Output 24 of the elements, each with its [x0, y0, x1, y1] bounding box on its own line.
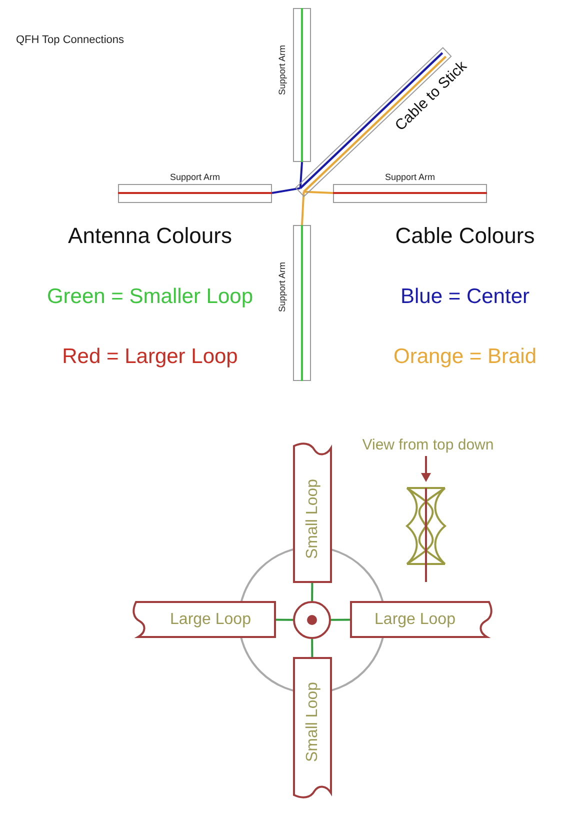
loop-label: Small Loop [304, 681, 322, 762]
color-key-text: Green = Smaller Loop [46, 285, 254, 309]
view-caption: View from top down [362, 436, 494, 454]
connector-line [311, 639, 314, 657]
arm-label: Support Arm [384, 172, 436, 182]
connector-line [331, 618, 350, 621]
connector-line [301, 192, 305, 226]
connector-line [304, 190, 334, 194]
connector-line [276, 618, 293, 621]
loop-label: Large Loop [374, 610, 456, 628]
arm-label: Support Arm [170, 172, 220, 182]
arm-label: Support Arm [277, 262, 287, 312]
loop-label: Small Loop [304, 478, 322, 560]
arm-label: Support Arm [277, 44, 287, 95]
title: QFH Top Connections [16, 34, 124, 46]
heading: Antenna Colours [68, 223, 232, 249]
loop-label: Large Loop [170, 610, 251, 628]
connector-line [311, 583, 314, 601]
connector-line [272, 187, 300, 194]
color-key-text: Blue = Center [400, 285, 530, 309]
heading: Cable Colours [395, 223, 535, 249]
color-key-text: Orange = Braid [394, 345, 536, 369]
color-key-text: Red = Larger Loop [62, 345, 238, 369]
connector-line [299, 162, 303, 188]
